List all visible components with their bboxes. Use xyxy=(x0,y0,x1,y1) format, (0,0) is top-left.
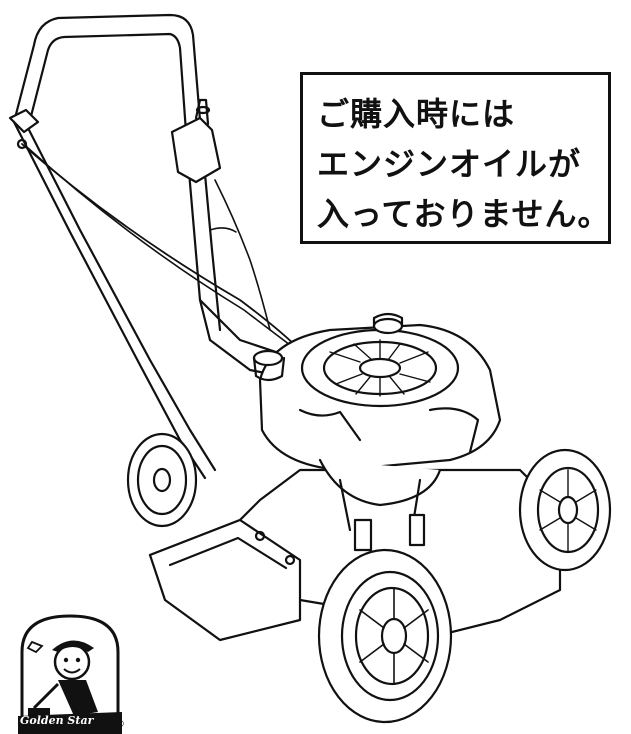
notice-line-1: ご購入時には xyxy=(317,95,516,133)
golden-star-logo-icon xyxy=(18,614,122,734)
registered-mark: ® xyxy=(115,719,125,730)
handle-lower-left xyxy=(26,126,217,472)
logo-brand-text: Golden Star xyxy=(20,714,94,727)
front-flap xyxy=(148,518,302,642)
throttle-lever xyxy=(170,116,222,184)
fuel-cap xyxy=(252,349,284,367)
notice-line-2: エンジンオイルが xyxy=(317,145,582,183)
notice-line-3: 入っておりません。 xyxy=(317,195,611,233)
handle-bracket xyxy=(8,108,40,134)
control-cable xyxy=(21,143,301,351)
oil-cap xyxy=(372,317,404,335)
front-right-wheel xyxy=(317,548,453,724)
oil-notice-box: ご購入時には エンジンオイルが 入っておりません。 xyxy=(300,72,611,244)
rear-right-wheel xyxy=(518,448,612,572)
